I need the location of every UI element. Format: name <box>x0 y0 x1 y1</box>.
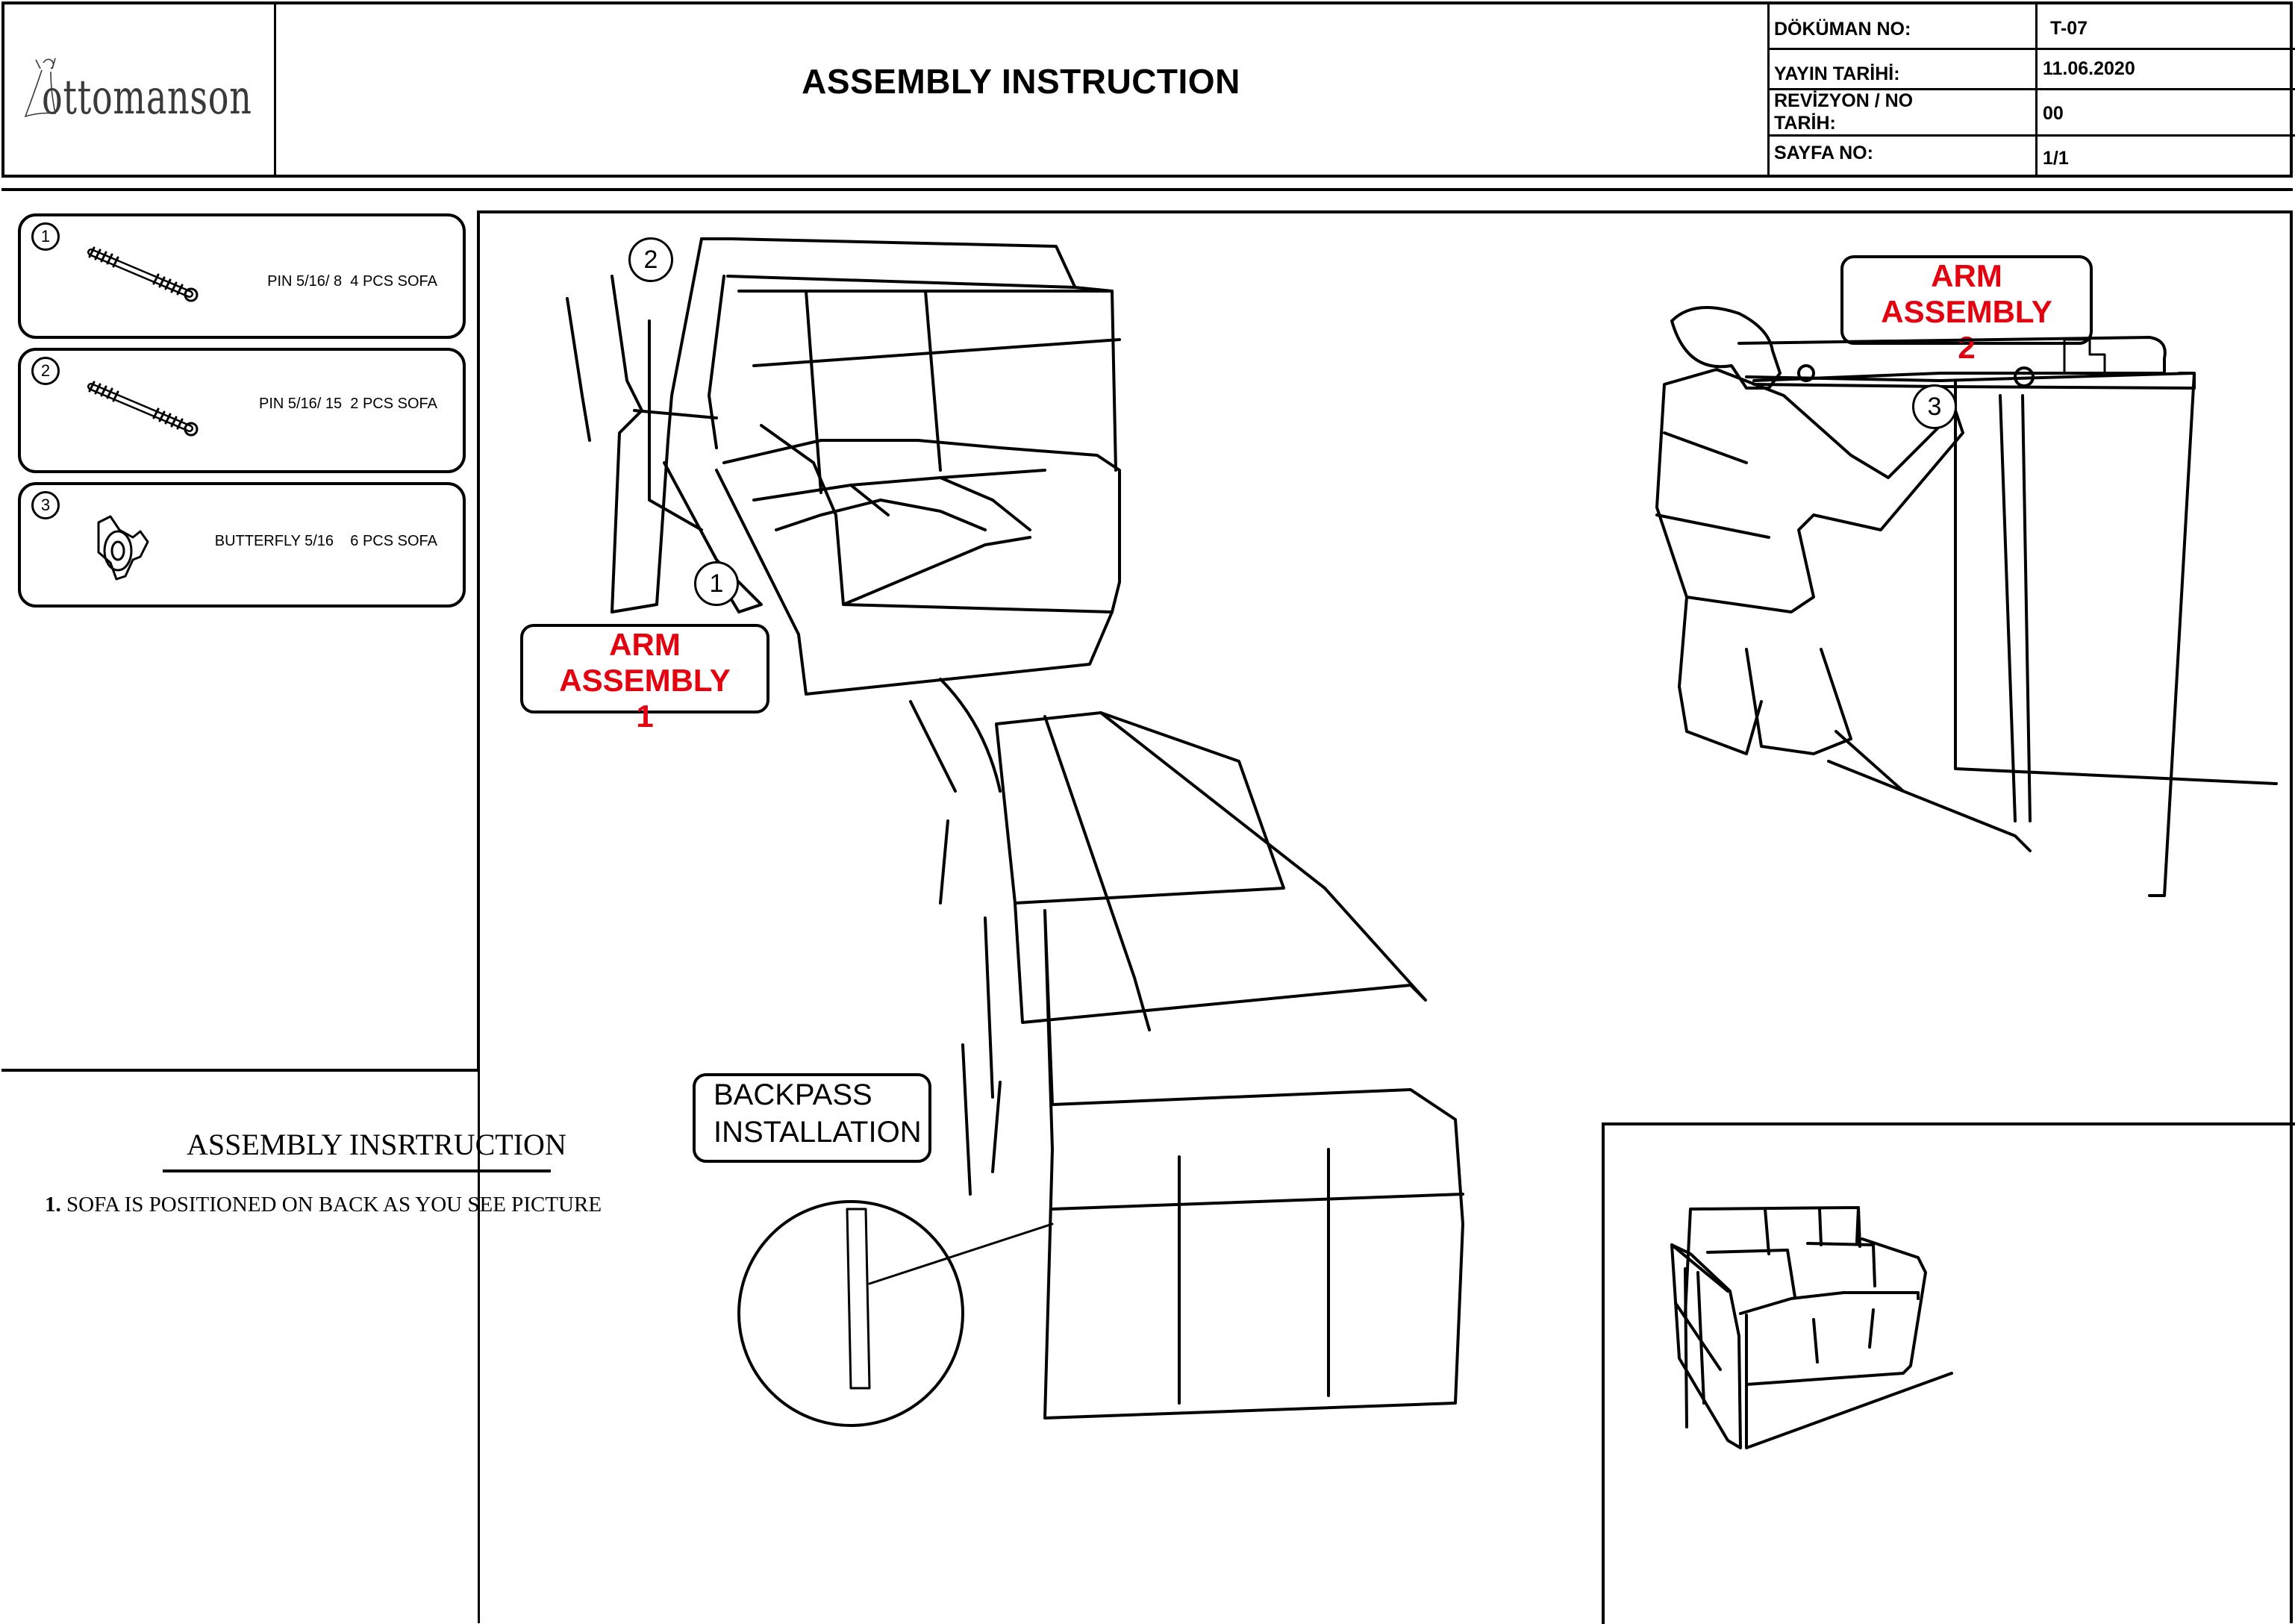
instructions-title-underline <box>163 1169 551 1172</box>
meta-label: DÖKÜMAN NO: <box>1774 19 1911 40</box>
marker-pin-1: 1 <box>694 561 739 606</box>
sofa-arm-attachment-figure <box>566 237 1121 696</box>
threaded-pin-icon <box>87 246 199 302</box>
meta-label: REVİZYON / NO TARİH: <box>1774 90 1914 134</box>
marker-butterfly-3: 3 <box>1912 384 1957 429</box>
part-card: 3 BUTTERFLY 5/16 6 PCS SOFA <box>18 482 466 608</box>
callout-title: ARM ASSEMBLY <box>1881 258 2052 329</box>
backrest-installation-figure <box>737 678 1464 1427</box>
part-card: 2 PIN 5/16/ 15 2 PCS SOFA <box>18 348 466 473</box>
parts-list-panel: 1 PIN 5/16/ 8 4 PCS SOFA 2 PIN 5/16/ 15 … <box>1 210 479 1072</box>
step-number: 1. <box>45 1193 61 1217</box>
arm-assembly-1-callout: ARM ASSEMBLY 1 <box>520 624 769 734</box>
part-label: PIN 5/16/ 15 2 PCS SOFA <box>258 396 437 412</box>
backpass-installation-callout: BACKPASS INSTALLATION <box>693 1073 931 1163</box>
illustration-area <box>478 210 2293 1623</box>
document-title: ASSEMBLY INSTRUCTION <box>802 62 1240 101</box>
header-divider-line <box>1 188 2293 191</box>
part-number-badge: 2 <box>31 357 60 385</box>
callout-title: ARM ASSEMBLY <box>559 627 731 698</box>
instruction-step: 1. SOFA IS POSITIONED ON BACK AS YOU SEE… <box>45 1193 602 1217</box>
part-number-badge: 3 <box>31 491 60 519</box>
wing-nut-icon <box>97 515 149 581</box>
document-meta-table: DÖKÜMAN NO: T-07 YAYIN TARİHİ: 11.06.202… <box>1767 4 2295 175</box>
meta-row-document-no: DÖKÜMAN NO: T-07 <box>1770 4 2295 50</box>
marker-pin-2: 2 <box>628 237 673 282</box>
meta-value: 00 <box>2043 103 2064 124</box>
callout-step-number: 1 <box>636 699 654 734</box>
step-text: SOFA IS POSITIONED ON BACK AS YOU SEE PI… <box>66 1193 602 1217</box>
logo-cell: ottomanson <box>4 4 276 175</box>
whirling-dervish-logo-icon <box>24 57 56 118</box>
document-header: ottomanson ASSEMBLY INSTRUCTION DÖKÜMAN … <box>1 1 2295 178</box>
meta-value: 11.06.2020 <box>2043 58 2135 79</box>
technician-fastening-arm-figure <box>1655 306 2278 897</box>
callout-line: INSTALLATION <box>714 1116 922 1149</box>
instructions-title: ASSEMBLY INSRTRUCTION <box>187 1128 566 1161</box>
meta-value: T-07 <box>2050 18 2088 39</box>
assembled-sofa-figure <box>1670 1206 1953 1449</box>
part-number-badge: 1 <box>31 222 60 251</box>
brand-logo-text: ottomanson <box>42 70 252 125</box>
finished-sofa-panel <box>1602 1122 2295 1624</box>
part-card: 1 PIN 5/16/ 8 4 PCS SOFA <box>18 213 466 339</box>
arm-assembly-2-callout: ARM ASSEMBLY 2 <box>1840 255 2093 365</box>
callout-line: BACKPASS <box>714 1078 872 1111</box>
part-label: PIN 5/16/ 8 4 PCS SOFA <box>267 273 437 290</box>
meta-row-page-no: SAYFA NO: 1/1 <box>1770 134 2295 175</box>
threaded-pin-icon <box>87 381 199 437</box>
meta-value: 1/1 <box>2043 148 2069 169</box>
meta-row-revision: REVİZYON / NO TARİH: 00 <box>1770 88 2295 137</box>
part-label: BUTTERFLY 5/16 6 PCS SOFA <box>214 533 437 549</box>
meta-label: SAYFA NO: <box>1774 143 1873 163</box>
meta-row-publish-date: YAYIN TARİHİ: 11.06.2020 <box>1770 48 2295 90</box>
meta-label: YAYIN TARİHİ: <box>1774 63 1900 84</box>
